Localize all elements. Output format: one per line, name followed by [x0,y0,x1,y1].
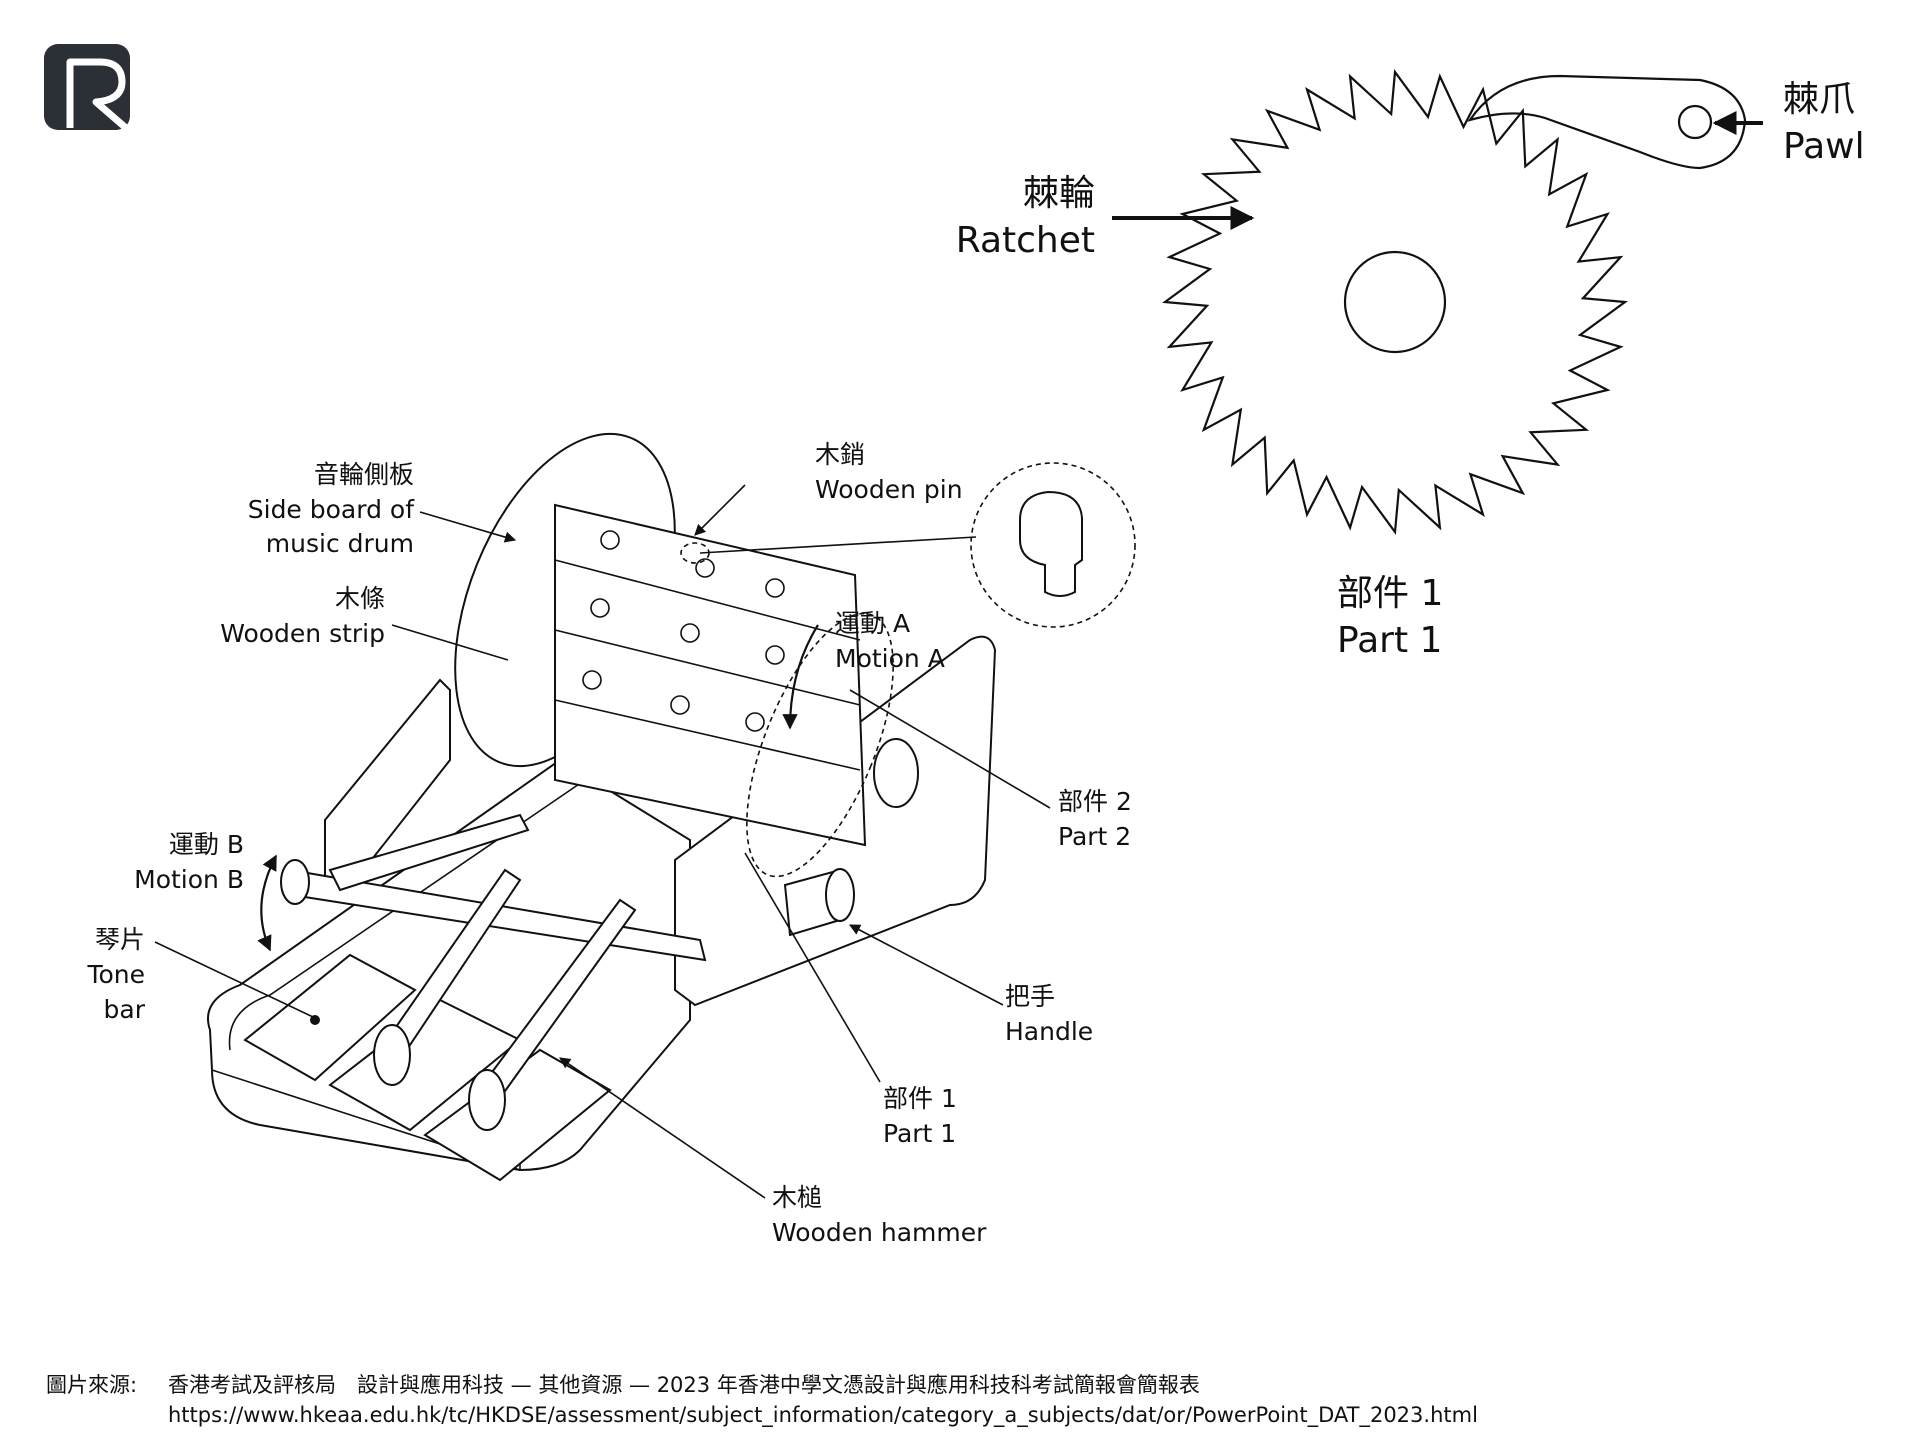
source-url: https://www.hkeaa.edu.hk/tc/HKDSE/assess… [168,1403,1478,1428]
wooden-hammer-label-zh: 木槌 [772,1183,822,1212]
wooden-pin-label-en: Wooden pin [815,475,963,504]
handle-label-en: Handle [1005,1017,1093,1046]
source-text: 香港考試及評核局 設計與應用科技 — 其他資源 — 2023 年香港中學文憑設計… [168,1373,1200,1397]
pawl-label-en: Pawl [1783,126,1865,167]
side-board-label-zh: 音輪側板 [314,460,414,489]
motion-b-arrow [257,854,277,952]
ratchet-wheel [1162,69,1628,535]
part1-label-en: Part 1 [1337,620,1442,661]
music-box-labels: 音輪側板 Side board of music drum 木銷 Wooden … [86,440,1131,1247]
wooden-hammer-label-en: Wooden hammer [772,1218,987,1247]
drum-pins [582,530,785,732]
pin-detail-circle [699,462,1136,628]
motion-a-arrow [782,624,819,730]
music-box-drawing [207,432,1136,1182]
motion-a-label-en: Motion A [835,644,945,673]
side-board-label-en1: Side board of [248,495,415,524]
part1-label-zh: 部件 1 [1337,573,1443,614]
ratchet-diagram: 棘輪 Ratchet 棘爪 Pawl 部件 1 Part 1 [956,69,1865,661]
logo-icon [44,44,130,131]
pawl-label-zh: 棘爪 [1783,79,1855,120]
part1-label-en-2: Part 1 [883,1119,956,1148]
pawl-shape [1467,74,1747,170]
pawl-pivot [1677,104,1713,140]
source-label: 圖片來源: [46,1373,137,1397]
handle-label-zh: 把手 [1005,982,1055,1011]
part1-label-zh-2: 部件 1 [883,1084,957,1113]
music-drum [454,432,894,878]
tone-bar-label-zh: 琴片 [95,925,145,954]
part2-label-zh: 部件 2 [1058,787,1132,816]
leader-lines [154,484,1051,1199]
ratchet-label-zh: 棘輪 [1023,173,1095,214]
side-board-label-en2: music drum [266,529,414,558]
part2-label-en: Part 2 [1058,822,1131,851]
motion-b-label-en: Motion B [134,865,244,894]
ratchet-label-en: Ratchet [956,220,1095,261]
motion-a-label-zh: 運動 A [835,609,910,638]
wooden-strip-label-en: Wooden strip [220,619,385,648]
tone-bar-label-en1: Tone [86,960,145,989]
wooden-pin-label-zh: 木銷 [815,440,865,469]
motion-b-label-zh: 運動 B [169,830,244,859]
handle-knob [783,738,919,937]
tone-bar-label-en2: bar [104,995,146,1024]
source-footer: 圖片來源: 香港考試及評核局 設計與應用科技 — 其他資源 — 2023 年香港… [46,1373,1478,1428]
ratchet-hub [1343,250,1447,354]
wooden-strip-label-zh: 木條 [335,584,385,613]
hammer-assembly [280,813,707,1131]
